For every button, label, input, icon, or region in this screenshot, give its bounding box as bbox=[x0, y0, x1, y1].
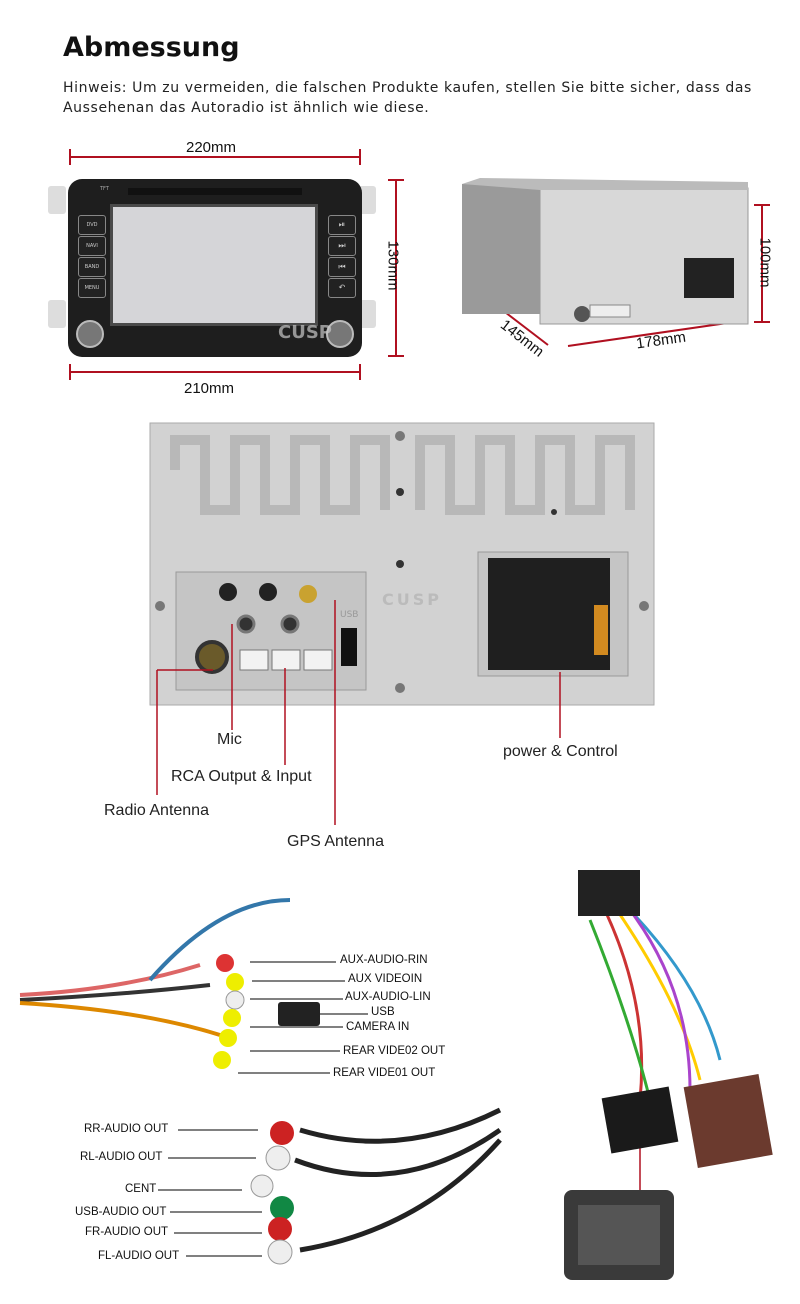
navi-button: NAVI bbox=[78, 236, 106, 256]
cable-label: AUX-AUDIO-RIN bbox=[340, 954, 428, 966]
page-title: Abmessung bbox=[63, 32, 240, 63]
hint-text: Hinweis: Um zu vermeiden, die falschen P… bbox=[63, 80, 752, 116]
play-pause-button: ⏯ bbox=[328, 215, 356, 235]
cable-label: AUX-AUDIO-LIN bbox=[345, 991, 431, 1003]
power-control-callout: power & Control bbox=[503, 743, 618, 760]
back-panel-image bbox=[149, 422, 655, 706]
rca-callout: RCA Output & Input bbox=[171, 768, 312, 785]
band-button: BAND bbox=[78, 257, 106, 277]
cable-label: RR-AUDIO OUT bbox=[84, 1123, 169, 1135]
prev-button: ⏮ bbox=[328, 257, 356, 277]
cable-label: FR-AUDIO OUT bbox=[85, 1226, 169, 1238]
next-button: ⏭ bbox=[328, 236, 356, 256]
cable-label: USB bbox=[371, 1006, 395, 1018]
cable-label: REAR VIDE02 OUT bbox=[343, 1045, 446, 1057]
usb-port-label: USB bbox=[340, 610, 359, 620]
cable-label: CENT bbox=[125, 1183, 157, 1195]
front-bottom-width-label: 210mm bbox=[184, 380, 235, 397]
cable-label: FL-AUDIO OUT bbox=[98, 1250, 180, 1262]
radio-front-image bbox=[48, 179, 376, 357]
cable-label: RL-AUDIO OUT bbox=[80, 1151, 163, 1163]
phone-button: ↶ bbox=[328, 278, 356, 298]
front-height-label: 130mm bbox=[384, 240, 402, 291]
side-height-label: 100mm bbox=[756, 237, 774, 288]
menu-button: MENU bbox=[78, 278, 106, 298]
panel-brand-watermark: CUSP bbox=[382, 590, 442, 609]
radio-antenna-callout: Radio Antenna bbox=[104, 802, 209, 819]
mic-callout: Mic bbox=[217, 731, 242, 748]
gps-antenna-callout: GPS Antenna bbox=[287, 833, 384, 850]
cable-label: REAR VIDE01 OUT bbox=[333, 1067, 436, 1079]
front-top-width-label: 220mm bbox=[186, 139, 237, 156]
callout-lines bbox=[156, 600, 561, 825]
cable-label: CAMERA IN bbox=[346, 1021, 410, 1033]
tft-button: TFT bbox=[100, 186, 109, 192]
dvd-button: DVD bbox=[78, 215, 106, 235]
cable-label: USB-AUDIO OUT bbox=[75, 1206, 167, 1218]
cable-harness-image bbox=[19, 870, 773, 1280]
brand-watermark: CUSP bbox=[278, 322, 332, 343]
radio-side-image bbox=[462, 178, 749, 325]
cable-label: AUX VIDEOIN bbox=[348, 973, 423, 985]
